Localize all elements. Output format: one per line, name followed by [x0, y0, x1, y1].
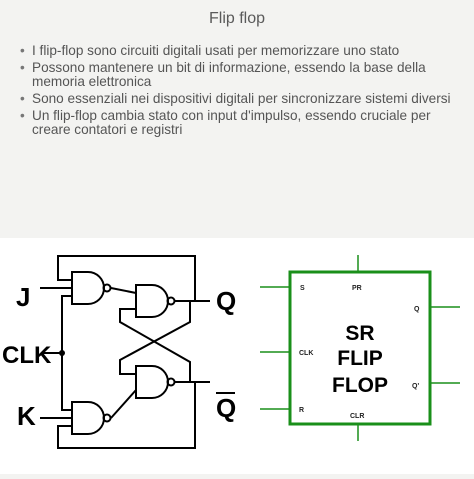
sr-label-line3: FLOP — [332, 374, 388, 397]
nand-gate-4 — [135, 365, 169, 399]
input-k-label: K — [17, 401, 36, 431]
sr-label-line2: FLIP — [337, 347, 383, 370]
pin-clk-label: CLK — [299, 350, 313, 357]
nand-bubble-4 — [166, 377, 176, 387]
nand-gate-1 — [71, 271, 105, 305]
pin-r-label: R — [299, 407, 304, 414]
bullet-item: Un flip-flop cambia stato con input d'im… — [20, 109, 466, 137]
output-q-bar-label: Q — [216, 393, 236, 423]
input-j-label: J — [16, 282, 30, 312]
bullet-item: I flip-flop sono circuiti digitali usati… — [20, 44, 466, 59]
figure-area: J CLK K Q Q S PR Q CLK Q' R CLR SR — [0, 238, 474, 474]
flip-flop-figure: J CLK K Q Q S PR Q CLK Q' R CLR SR — [2, 255, 460, 449]
bullet-list: I flip-flop sono circuiti digitali usati… — [20, 44, 466, 140]
sr-block-frame — [288, 270, 432, 426]
nand-bubble-2 — [102, 413, 112, 423]
junction-dot — [59, 350, 65, 356]
sr-label-line1: SR — [345, 322, 374, 345]
nand-bubble-1 — [102, 283, 112, 293]
pin-q-label: Q — [414, 306, 420, 313]
input-clk-label: CLK — [2, 342, 52, 369]
jk-flip-flop-schematic — [40, 255, 210, 449]
nand-bubble-3 — [166, 296, 176, 306]
pin-clr-label: CLR — [350, 413, 364, 420]
nand-gate-2 — [71, 401, 105, 435]
bullet-item: Possono mantenere un bit di informazione… — [20, 61, 466, 89]
output-q-label: Q — [216, 286, 236, 316]
sr-flip-flop-block: S PR Q CLK Q' R CLR SR FLIP FLOP — [260, 255, 460, 441]
bullet-item: Sono essenziali nei dispositivi digitali… — [20, 92, 466, 107]
pin-pr-label: PR — [352, 285, 362, 292]
pin-q-prime-label: Q' — [412, 383, 419, 390]
slide-title: Flip flop — [208, 10, 266, 27]
pin-s-label: S — [300, 285, 305, 292]
nand-gate-3 — [135, 284, 169, 318]
